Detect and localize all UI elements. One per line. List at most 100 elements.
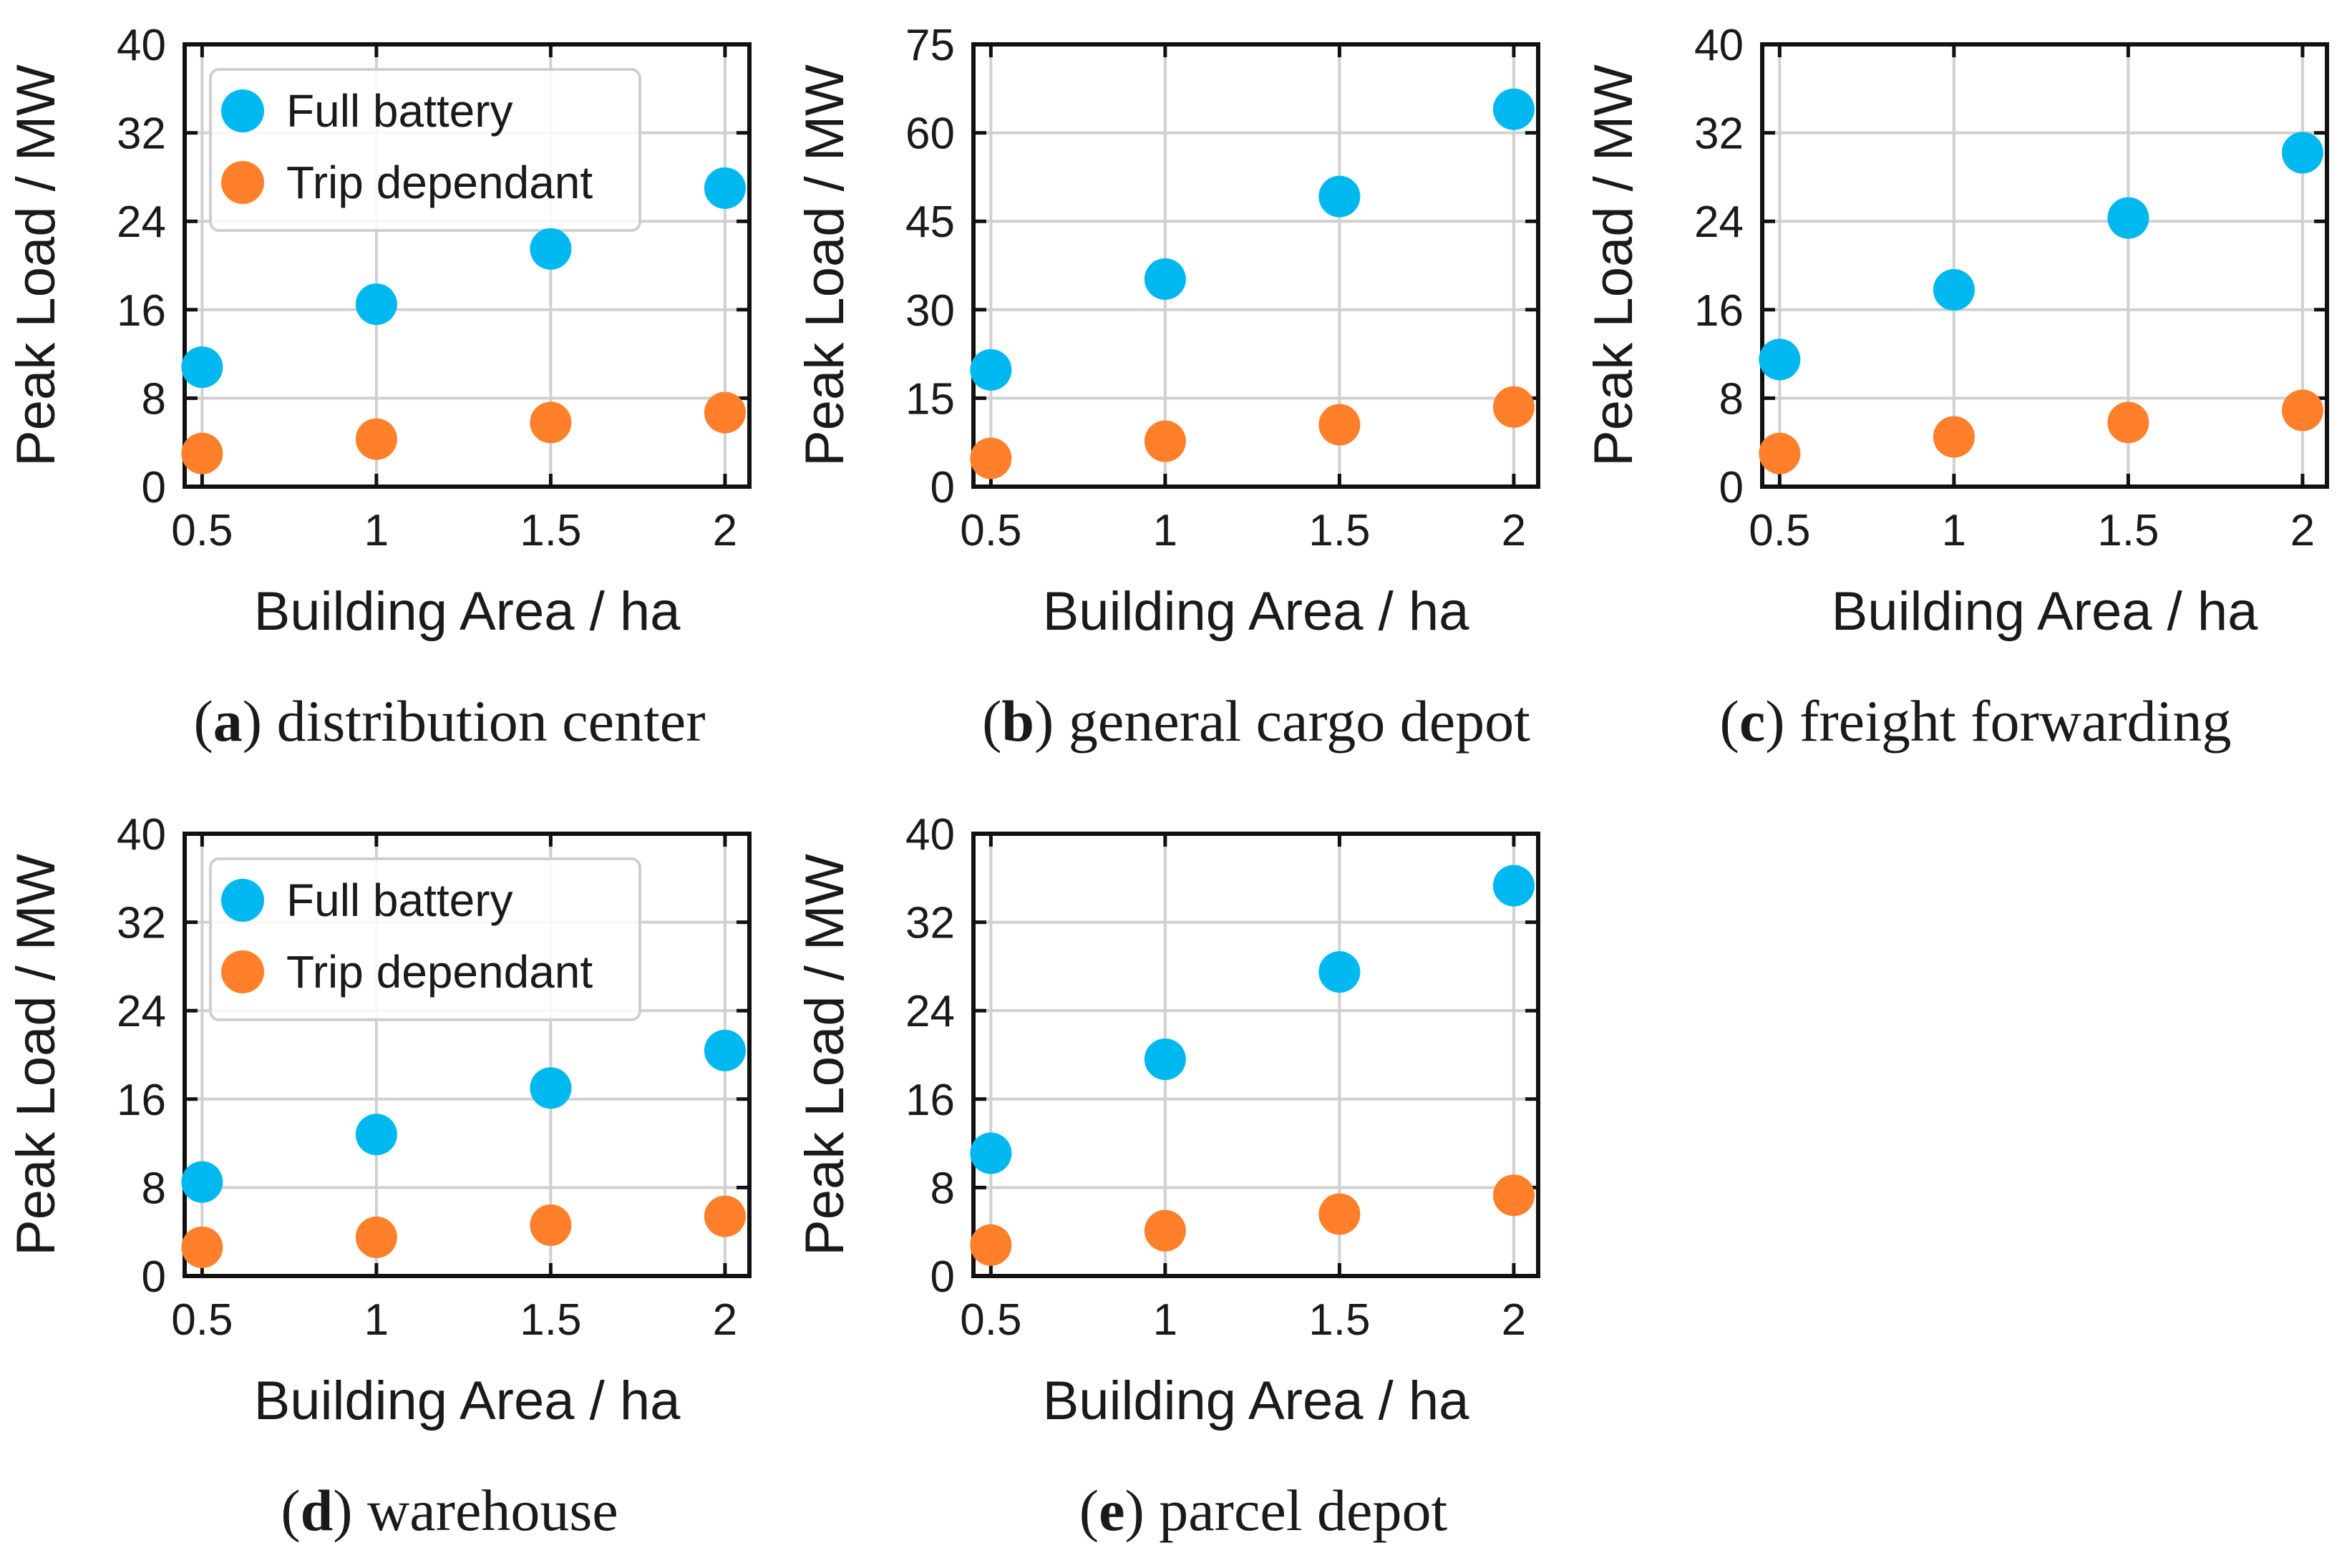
full-battery-point xyxy=(181,346,223,389)
legend-label: Trip dependant xyxy=(286,157,593,208)
x-axis-label: Building Area / ha xyxy=(254,581,681,642)
x-tick-label: 2 xyxy=(2290,506,2315,555)
y-tick-label: 32 xyxy=(905,899,955,948)
y-tick-label: 0 xyxy=(1719,463,1744,512)
panel-caption-text: parcel depot xyxy=(1159,1478,1447,1543)
y-tick-label: 32 xyxy=(117,109,166,159)
full-battery-point xyxy=(355,283,397,326)
y-axis-label: Peak Load / MW xyxy=(795,854,855,1256)
panel-caption: (e) parcel depot xyxy=(1079,1478,1448,1543)
y-tick-label: 24 xyxy=(1694,198,1744,247)
x-tick-label: 1.5 xyxy=(520,1295,581,1345)
x-tick-label: 2 xyxy=(1502,506,1526,555)
y-tick-label: 0 xyxy=(142,1252,166,1302)
trip-dependant-point xyxy=(530,401,572,444)
x-tick-label: 0.5 xyxy=(960,506,1021,555)
y-tick-label: 40 xyxy=(117,21,166,70)
x-tick-label: 1.5 xyxy=(520,506,581,555)
y-tick-label: 75 xyxy=(905,21,955,70)
full-battery-point xyxy=(2107,197,2149,239)
x-tick-label: 0.5 xyxy=(171,506,233,555)
trip-dependant-point xyxy=(181,432,223,474)
panel-caption-text: distribution center xyxy=(277,688,706,754)
x-tick-label: 2 xyxy=(713,1295,737,1345)
x-tick-label: 2 xyxy=(1502,1295,1526,1345)
x-axis-label: Building Area / ha xyxy=(1832,581,2258,642)
trip-dependant-point xyxy=(1318,1193,1361,1235)
y-axis-label: Peak Load / MW xyxy=(795,64,855,467)
y-tick-label: 8 xyxy=(930,1164,955,1213)
full-battery-point xyxy=(970,1132,1012,1174)
y-tick-label: 16 xyxy=(905,1076,955,1125)
legend-box xyxy=(209,857,641,1021)
trip-dependant-point xyxy=(970,437,1012,479)
x-axis-label: Building Area / ha xyxy=(1043,581,1469,642)
y-axis-label: Peak Load / MW xyxy=(1583,64,1644,467)
trip-dependant-point xyxy=(2107,401,2149,444)
full-battery-point xyxy=(1318,175,1361,218)
full-battery-point xyxy=(2281,132,2323,174)
full-battery-point xyxy=(970,349,1012,391)
trip-dependant-point xyxy=(1933,416,1975,458)
y-tick-label: 16 xyxy=(117,1076,166,1125)
y-tick-label: 0 xyxy=(142,463,166,512)
full-battery-point xyxy=(530,228,572,270)
x-axis-label: Building Area / ha xyxy=(1043,1370,1469,1431)
x-tick-label: 1 xyxy=(364,1295,389,1345)
y-tick-label: 0 xyxy=(930,463,955,512)
legend-box xyxy=(209,68,641,232)
panel-letter: a xyxy=(213,688,243,754)
y-tick-label: 60 xyxy=(905,109,955,159)
trip-dependant-point xyxy=(704,391,746,434)
full-battery-point xyxy=(181,1161,223,1203)
y-axis-label: Peak Load / MW xyxy=(6,854,67,1256)
full-battery-point xyxy=(1492,865,1535,907)
full-battery-point xyxy=(704,1029,746,1071)
panel-caption: (d) warehouse xyxy=(281,1478,618,1543)
trip-dependant-point xyxy=(1759,432,1801,474)
x-tick-label: 1.5 xyxy=(1308,506,1370,555)
plot-frame xyxy=(971,832,1540,1278)
y-tick-label: 30 xyxy=(905,286,955,336)
legend-marker xyxy=(221,89,264,132)
trip-dependant-point xyxy=(1144,420,1186,462)
y-tick-label: 32 xyxy=(1694,109,1744,159)
x-tick-label: 1 xyxy=(1153,506,1177,555)
full-battery-point xyxy=(1933,268,1975,311)
y-tick-label: 15 xyxy=(905,374,955,424)
panel-letter: d xyxy=(301,1478,334,1543)
panel-caption-text: warehouse xyxy=(367,1478,618,1543)
trip-dependant-point xyxy=(530,1204,572,1246)
full-battery-point xyxy=(355,1114,397,1156)
trip-dependant-point xyxy=(704,1195,746,1237)
plot-frame xyxy=(183,832,752,1278)
y-tick-label: 8 xyxy=(142,374,166,424)
legend-marker xyxy=(221,950,264,993)
panel-letter: b xyxy=(1001,688,1034,754)
legend-marker xyxy=(221,161,264,204)
y-tick-label: 16 xyxy=(117,286,166,336)
panel-caption: (a) distribution center xyxy=(193,688,705,754)
y-tick-label: 24 xyxy=(117,198,166,247)
trip-dependant-point xyxy=(355,418,397,460)
trip-dependant-point xyxy=(181,1226,223,1268)
full-battery-point xyxy=(1759,339,1801,381)
full-battery-point xyxy=(1492,88,1535,130)
x-tick-label: 0.5 xyxy=(171,1295,233,1345)
trip-dependant-point xyxy=(1318,404,1361,446)
trip-dependant-point xyxy=(355,1216,397,1258)
plot-frame xyxy=(183,42,752,489)
panel-caption-text: general cargo depot xyxy=(1069,688,1530,754)
panel-letter: c xyxy=(1739,688,1765,754)
full-battery-point xyxy=(1144,258,1186,300)
legend-label: Full battery xyxy=(286,85,513,137)
y-tick-label: 40 xyxy=(1694,21,1744,70)
panel-caption: (c) freight forwarding xyxy=(1720,688,2232,754)
plot-frame xyxy=(1760,42,2329,489)
y-tick-label: 8 xyxy=(1719,374,1744,424)
x-tick-label: 2 xyxy=(713,506,737,555)
